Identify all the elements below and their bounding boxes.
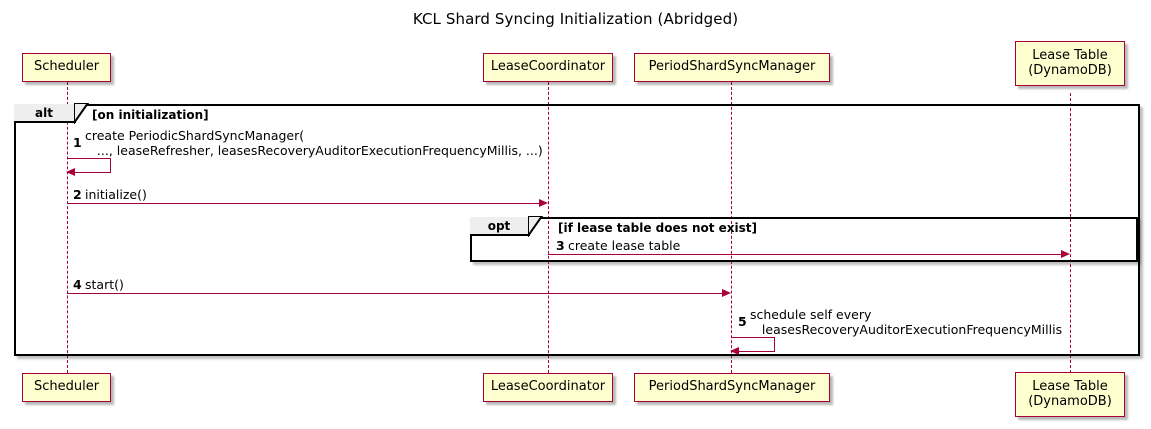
opt-fragment-frame <box>470 217 1138 262</box>
message-2-arrow-head-icon <box>539 199 548 207</box>
message-5-label: schedule self every leasesRecoveryAudito… <box>750 307 1063 338</box>
message-1-number: 1 <box>73 135 82 150</box>
opt-fragment-tab: opt <box>470 217 530 236</box>
message-4-line <box>67 293 722 294</box>
alt-tab-slant-icon <box>74 103 90 124</box>
participant-periodshardsyncmanager-bottom[interactable]: PeriodShardSyncManager <box>634 373 830 402</box>
lifeline-periodshardsyncmanager <box>731 82 732 373</box>
participant-leasecoordinator-top-label: LeaseCoordinator <box>490 59 606 75</box>
alt-fragment-tab: alt <box>14 104 76 123</box>
opt-tab-slant-icon <box>528 216 544 237</box>
participant-periodshardsyncmanager-top[interactable]: PeriodShardSyncManager <box>634 53 830 82</box>
participant-leasetable-bottom[interactable]: Lease Table (DynamoDB) <box>1015 372 1125 417</box>
participant-leasetable-bottom-label: Lease Table (DynamoDB) <box>1028 378 1112 409</box>
message-3-number: 3 <box>556 238 565 253</box>
participant-leasecoordinator-bottom[interactable]: LeaseCoordinator <box>483 373 613 402</box>
lifeline-leasecoordinator <box>548 82 549 373</box>
message-3-label: create lease table <box>568 238 681 253</box>
message-2-number: 2 <box>73 187 82 202</box>
message-3-arrow-head-icon <box>1061 250 1070 258</box>
message-5-number: 5 <box>738 314 747 329</box>
participant-leasecoordinator-top[interactable]: LeaseCoordinator <box>483 53 613 82</box>
message-5-self-loop <box>731 337 775 352</box>
opt-fragment-operator-label: opt <box>487 218 511 233</box>
lifeline-leasetable <box>1070 93 1071 373</box>
participant-scheduler-bottom[interactable]: Scheduler <box>22 373 111 402</box>
diagram-title: KCL Shard Syncing Initialization (Abridg… <box>412 10 739 28</box>
participant-periodshardsyncmanager-bottom-label: PeriodShardSyncManager <box>648 379 816 395</box>
message-5-arrow-head-icon <box>730 347 739 355</box>
message-4-arrow-head-icon <box>722 289 731 297</box>
alt-fragment-operator-label: alt <box>35 105 53 120</box>
message-4-label: start() <box>85 277 124 292</box>
participant-periodshardsyncmanager-top-label: PeriodShardSyncManager <box>648 59 816 75</box>
opt-fragment-condition: [if lease table does not exist] <box>558 221 758 235</box>
message-4-number: 4 <box>73 277 82 292</box>
participant-scheduler-bottom-label: Scheduler <box>33 379 100 395</box>
participant-leasecoordinator-bottom-label: LeaseCoordinator <box>490 379 606 395</box>
message-1-self-loop <box>67 158 111 173</box>
alt-fragment-frame <box>14 104 1140 356</box>
participant-scheduler-top[interactable]: Scheduler <box>22 53 111 82</box>
message-3-line <box>548 254 1061 255</box>
alt-fragment-condition: [on initialization] <box>92 108 209 122</box>
message-2-label: initialize() <box>85 187 147 202</box>
message-1-arrow-head-icon <box>66 168 75 176</box>
message-2-line <box>67 203 539 204</box>
participant-leasetable-top[interactable]: Lease Table (DynamoDB) <box>1015 41 1125 86</box>
participant-scheduler-top-label: Scheduler <box>33 59 100 75</box>
participant-leasetable-top-label: Lease Table (DynamoDB) <box>1028 47 1112 78</box>
message-1-label: create PeriodicShardSyncManager( ..., le… <box>85 128 543 159</box>
lifeline-scheduler <box>67 82 68 373</box>
